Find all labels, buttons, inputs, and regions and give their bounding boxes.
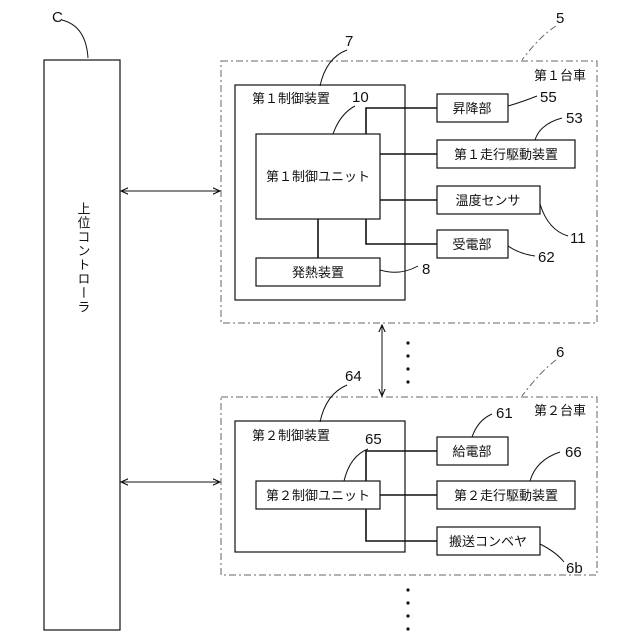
cart1-control-device-ref: 7 (345, 33, 353, 50)
cart1-heater-ref: 8 (422, 261, 430, 278)
cart2-ref: 6 (556, 344, 564, 361)
cart1-lift-label: 昇降部 (452, 102, 491, 117)
cart1-power-receiver-ref: 62 (538, 249, 555, 266)
host-leader-line (62, 20, 88, 58)
host-controller-label: 上位コントローラ (75, 202, 91, 314)
cart1-drive-leader (535, 118, 562, 140)
cart2-control-unit-ref: 65 (365, 431, 382, 448)
cart1-temp-sensor-label: 温度センサ (455, 193, 520, 209)
cart2-drive-ref: 66 (565, 444, 582, 461)
cart1-power-receiver-label: 受電部 (452, 238, 491, 253)
continuation-dots-bottom (406, 588, 409, 630)
cart1-temp-sensor-leader (540, 204, 568, 236)
cart2-conveyor-label: 搬送コンベヤ (449, 535, 527, 550)
cart2-control-device-leader (320, 385, 347, 422)
cart2: 第２台車 6 第２制御装置 64 第２制御ユニット 65 給電部 61 第２走行… (221, 344, 597, 577)
cart1-power-receiver-leader (508, 246, 535, 256)
cart2-conveyor-leader (540, 544, 564, 562)
cart2-conveyor-ref: 6b (566, 560, 583, 577)
cart1-label: 第１台車 (534, 69, 586, 84)
cart1-leader-line (522, 26, 556, 60)
cart2-leader-line (522, 360, 556, 396)
cart1: 第１台車 5 第１制御装置 7 第１制御ユニット 10 発熱装置 8 昇降部 5… (221, 10, 597, 323)
host-controller-box (44, 60, 120, 630)
cart1-heater-label: 発熱装置 (292, 266, 344, 281)
cart2-control-device-ref: 64 (345, 368, 362, 385)
cart2-drive-leader (530, 452, 560, 481)
cart2-power-supply-ref: 61 (496, 405, 513, 422)
cart1-control-unit-ref: 10 (352, 89, 369, 106)
cart1-drive-label: 第１走行駆動装置 (454, 148, 558, 163)
cart1-lift-ref: 55 (540, 89, 557, 106)
host-ref: C (52, 9, 63, 26)
cart2-drive-label: 第２走行駆動装置 (454, 489, 558, 504)
cart2-power-supply-leader (472, 414, 492, 437)
cart1-temp-sensor-ref: 11 (570, 230, 586, 247)
cart1-drive-ref: 53 (566, 110, 583, 127)
cart1-lift-leader (508, 96, 537, 106)
cart2-control-device-label: 第２制御装置 (252, 429, 330, 444)
cart2-power-supply-label: 給電部 (452, 445, 491, 460)
cart1-ref: 5 (556, 10, 564, 27)
cart2-label: 第２台車 (534, 404, 586, 419)
cart1-control-unit-label: 第１制御ユニット (266, 170, 370, 185)
cart1-control-device-leader (320, 50, 347, 86)
cart2-control-unit-label: 第２制御ユニット (266, 489, 370, 504)
host-controller: 上位コントローラ C (44, 9, 120, 630)
continuation-dots-middle (406, 341, 409, 383)
cart1-control-device-label: 第１制御装置 (252, 92, 330, 107)
